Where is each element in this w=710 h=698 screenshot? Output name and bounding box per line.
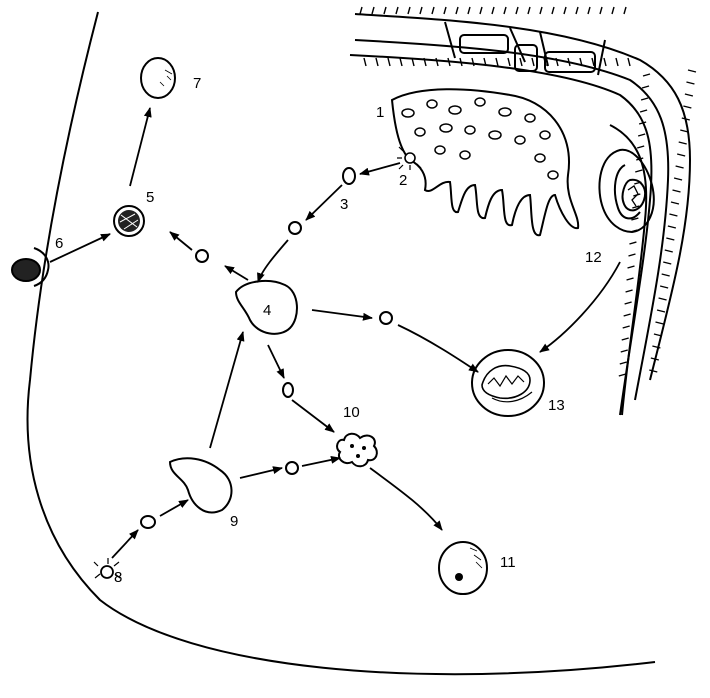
- label-5: 5: [146, 189, 154, 206]
- label-1: 1: [376, 104, 384, 121]
- stage-6-emerging-cyst: [12, 248, 48, 286]
- label-6: 6: [55, 235, 63, 252]
- label-9: 9: [230, 513, 238, 530]
- stage-10-lobed-body: [337, 434, 377, 467]
- stage-1-plasmodium: [392, 89, 578, 235]
- stage-11-oval-body: [439, 542, 487, 594]
- label-8: 8: [114, 569, 122, 586]
- label-10: 10: [343, 404, 360, 421]
- label-2: 2: [399, 172, 407, 189]
- stage-5-cyst: [114, 206, 144, 236]
- label-7: 7: [193, 75, 201, 92]
- label-11: 11: [500, 554, 516, 571]
- stage-13-oval-with-coil: [472, 350, 544, 416]
- label-12: 12: [585, 249, 602, 266]
- label-3: 3: [340, 196, 348, 213]
- label-4: 4: [263, 302, 271, 319]
- stage-7-oval-body: [141, 58, 175, 98]
- label-13: 13: [548, 397, 565, 414]
